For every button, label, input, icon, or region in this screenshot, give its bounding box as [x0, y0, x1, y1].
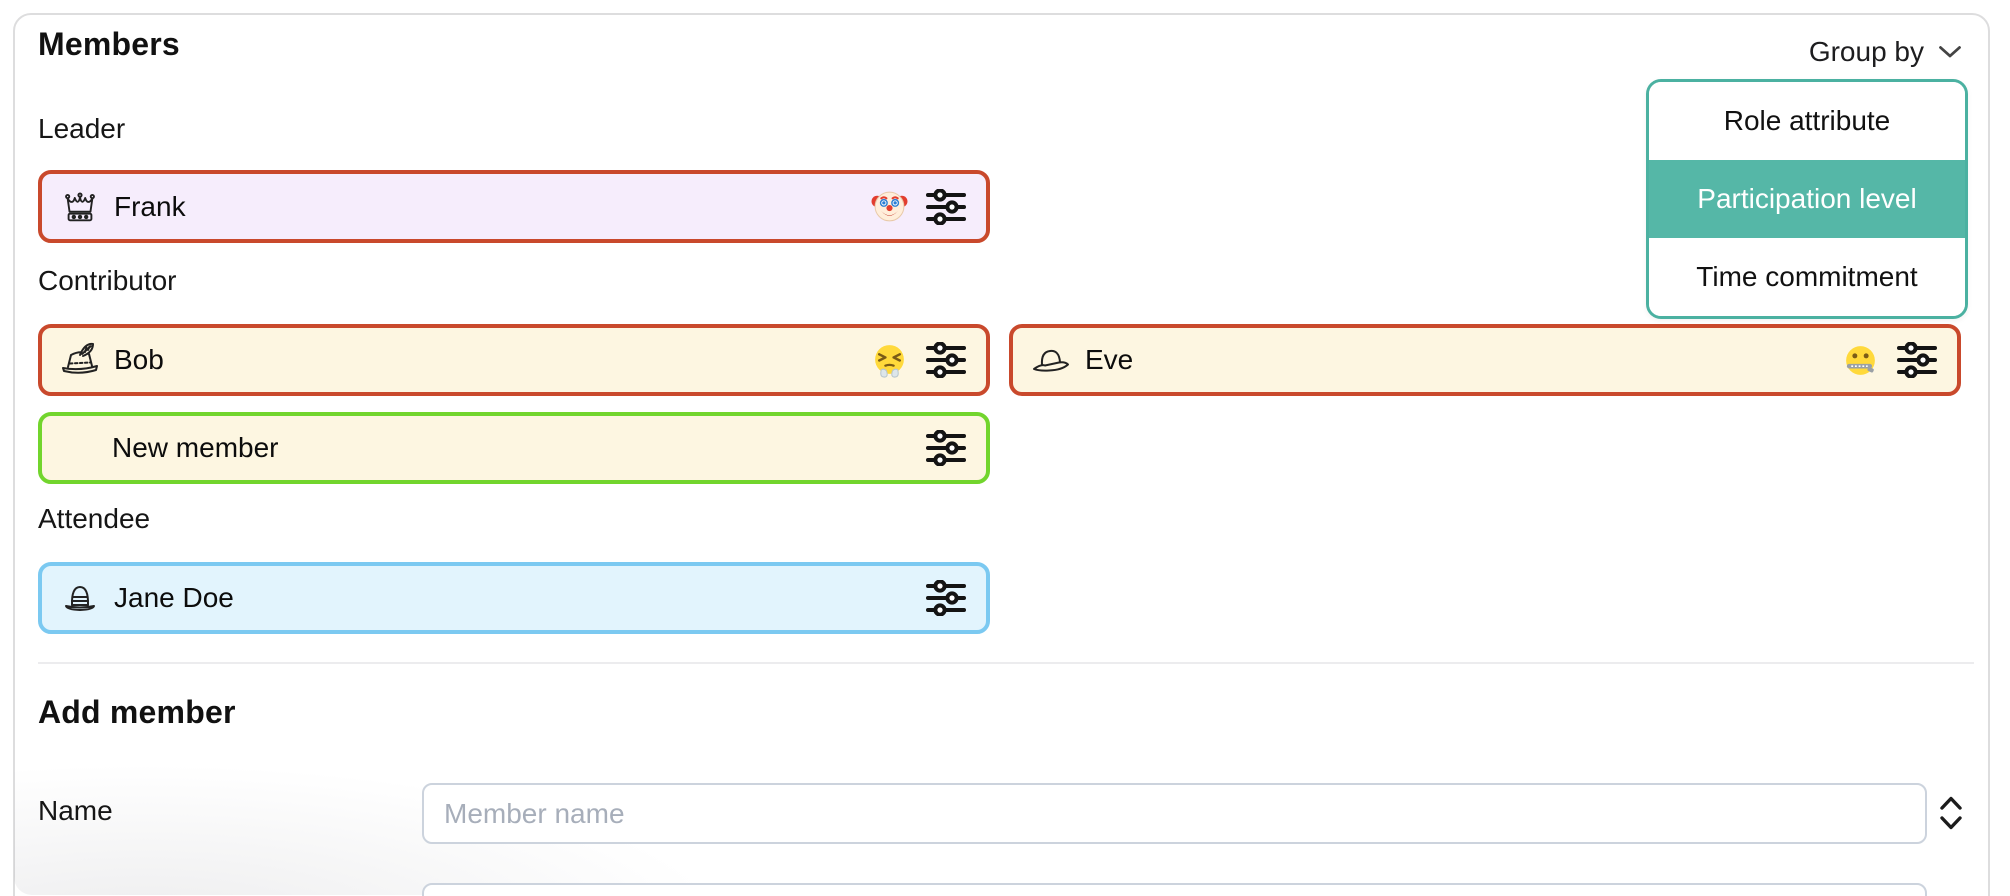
sliders-icon[interactable]	[926, 342, 966, 378]
chevron-down-icon	[1938, 45, 1962, 59]
stepper-up-down-icon[interactable]	[1938, 794, 1964, 834]
member-row-jane-doe[interactable]: Jane Doe	[38, 562, 990, 634]
member-row-bob[interactable]: Bob	[38, 324, 990, 396]
add-member-title: Add member	[38, 694, 236, 730]
menu-item-role-attribute[interactable]: Role attribute	[1649, 82, 1965, 160]
page-title: Members	[38, 26, 180, 62]
member-row-frank[interactable]: Frank	[38, 170, 990, 243]
face-with-steam-icon	[871, 342, 908, 379]
member-name: Eve	[1085, 344, 1134, 375]
member-name: Frank	[114, 190, 186, 222]
group-by-button[interactable]: Group by	[1809, 36, 1962, 68]
section-divider	[38, 662, 1974, 664]
zipper-mouth-face-icon	[1842, 342, 1879, 379]
group-label-attendee: Attendee	[38, 503, 151, 534]
sliders-icon[interactable]	[926, 188, 966, 225]
feathered-hat-icon	[60, 340, 100, 380]
crown-icon	[60, 187, 100, 227]
group-by-label: Group by	[1808, 36, 1924, 67]
member-row-new-member[interactable]: New member	[38, 412, 990, 484]
clown-face-icon	[871, 188, 908, 225]
bowler-hat-icon	[60, 578, 100, 618]
menu-item-time-commitment[interactable]: Time commitment	[1649, 238, 1965, 316]
member-row-eve[interactable]: Eve	[1009, 324, 1961, 396]
group-label-leader: Leader	[38, 113, 126, 144]
sliders-icon[interactable]	[1897, 342, 1937, 378]
fedora-hat-icon	[1031, 340, 1071, 380]
member-name-input[interactable]	[422, 783, 1927, 844]
menu-item-participation-level[interactable]: Participation level	[1649, 160, 1965, 238]
member-name: Bob	[114, 344, 164, 375]
next-field-partial[interactable]	[422, 883, 1927, 896]
sliders-icon[interactable]	[926, 580, 966, 616]
group-by-menu: Role attribute Participation level Time …	[1646, 79, 1968, 319]
member-name: Jane Doe	[114, 582, 234, 613]
member-name: New member	[112, 432, 279, 463]
group-label-contributor: Contributor	[38, 265, 177, 296]
sliders-icon[interactable]	[926, 430, 966, 466]
name-label: Name	[38, 795, 113, 826]
